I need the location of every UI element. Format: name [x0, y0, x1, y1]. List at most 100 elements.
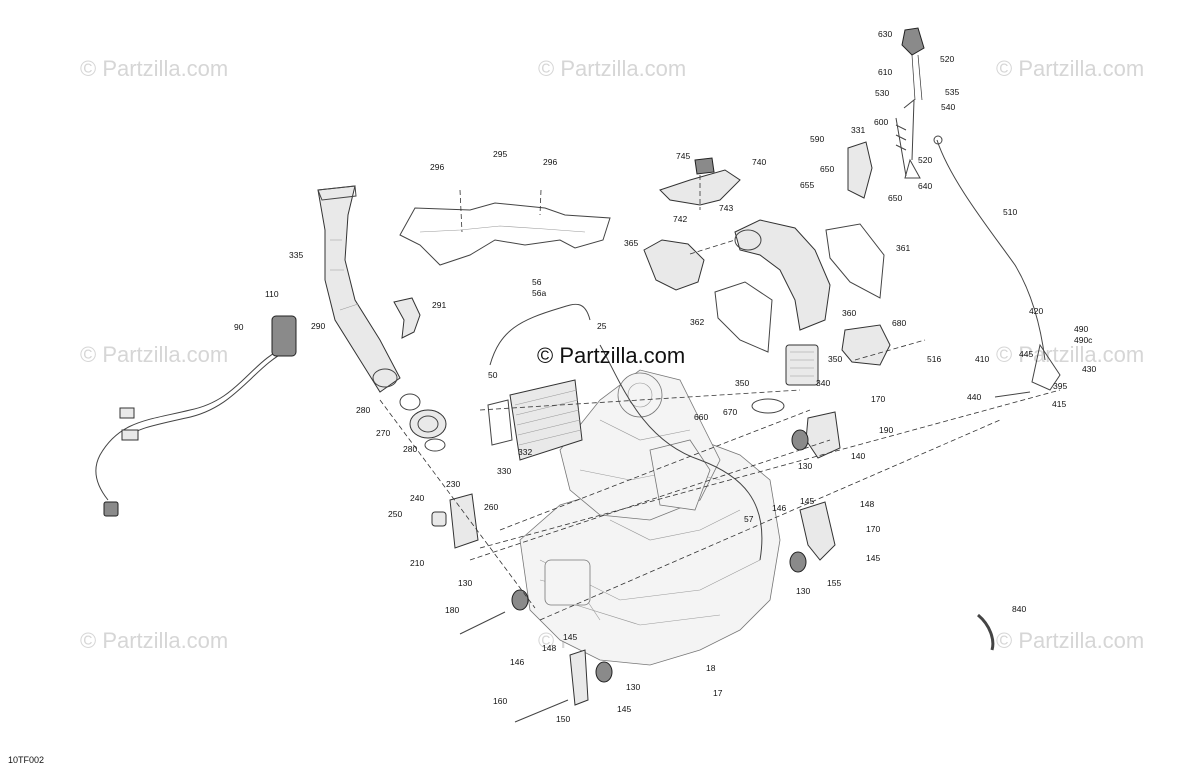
callout-146: 146	[772, 503, 786, 513]
callout-130: 130	[626, 682, 640, 692]
callout-50: 50	[488, 370, 498, 380]
callout-530: 530	[875, 88, 889, 98]
callout-280: 280	[403, 444, 417, 454]
callout-540: 540	[941, 102, 955, 112]
callout-145: 145	[866, 553, 880, 563]
callout-670: 670	[723, 407, 737, 417]
callout-56a: 56a	[532, 288, 546, 298]
callout-490: 490	[1074, 324, 1088, 334]
figure-code: 10TF002	[8, 755, 44, 765]
callout-610: 610	[878, 67, 892, 77]
callout-590: 590	[810, 134, 824, 144]
cover-plate-362	[714, 281, 773, 353]
cable-57	[599, 344, 763, 561]
callout-332: 332	[518, 447, 532, 457]
callout-430: 430	[1082, 364, 1096, 374]
callout-170: 170	[866, 524, 880, 534]
callout-260: 260	[484, 502, 498, 512]
callout-742: 742	[673, 214, 687, 224]
callout-361: 361	[896, 243, 910, 253]
callout-160: 160	[493, 696, 507, 706]
oil-cooler	[487, 379, 583, 461]
callout-420: 420	[1029, 306, 1043, 316]
cover-plate-361	[825, 223, 885, 299]
shift-lever-assembly	[847, 27, 925, 199]
callout-640: 640	[918, 181, 932, 191]
callout-330: 330	[497, 466, 511, 476]
callout-630: 630	[878, 29, 892, 39]
watermark-text: © Partzilla.com	[538, 56, 686, 81]
callout-148: 148	[542, 643, 556, 653]
callout-655: 655	[800, 180, 814, 190]
callout-150: 150	[556, 714, 570, 724]
callout-650: 650	[820, 164, 834, 174]
clamp-350	[751, 398, 785, 414]
callout-110: 110	[265, 289, 279, 299]
callout-660: 660	[694, 412, 708, 422]
callout-145: 145	[800, 496, 814, 506]
callout-170: 170	[871, 394, 885, 404]
callout-280: 280	[356, 405, 370, 415]
duct-assembly	[734, 219, 831, 331]
hose-56	[489, 303, 591, 366]
callout-296: 296	[430, 162, 444, 172]
callout-331: 331	[851, 125, 865, 135]
callout-745: 745	[676, 151, 690, 161]
callout-130: 130	[798, 461, 812, 471]
callout-18: 18	[706, 663, 716, 673]
callout-250: 250	[388, 509, 402, 519]
callout-600: 600	[874, 117, 888, 127]
oil-filter	[785, 344, 819, 386]
callout-148: 148	[860, 499, 874, 509]
callout-395: 395	[1053, 381, 1067, 391]
callout-410: 410	[975, 354, 989, 364]
callout-210: 210	[410, 558, 424, 568]
watermark-group: © Partzilla.com © Partzilla.com © Partzi…	[80, 56, 1144, 653]
watermark-text: © Partzilla.com	[996, 56, 1144, 81]
callout-743: 743	[719, 203, 733, 213]
watermark-text: © Partzilla.com	[996, 342, 1144, 367]
callout-445: 445	[1019, 349, 1033, 359]
callout-535: 535	[945, 87, 959, 97]
throttle-bracket	[841, 324, 891, 366]
callout-340: 340	[816, 378, 830, 388]
callout-90: 90	[234, 322, 244, 332]
callout-650: 650	[888, 193, 902, 203]
callout-25: 25	[597, 321, 607, 331]
mounting-bracket	[659, 157, 741, 206]
callout-190: 190	[879, 425, 893, 435]
callout-labels: 630 520 610 535 530 540 600 331 590 520 …	[234, 29, 1096, 724]
callout-130: 130	[796, 586, 810, 596]
callout-740: 740	[752, 157, 766, 167]
heat-shield	[399, 202, 611, 266]
intake-coupler	[372, 368, 447, 452]
callout-290: 290	[311, 321, 325, 331]
callout-240: 240	[410, 493, 424, 503]
callout-520: 520	[918, 155, 932, 165]
center-watermark: © Partzilla.com	[537, 343, 685, 368]
callout-520: 520	[940, 54, 954, 64]
callout-155: 155	[827, 578, 841, 588]
wiring-harness	[95, 315, 297, 517]
watermark-text: © Partzilla.com	[80, 56, 228, 81]
callout-440: 440	[967, 392, 981, 402]
callout-840: 840	[1012, 604, 1026, 614]
callout-56: 56	[532, 277, 542, 287]
callout-296: 296	[543, 157, 557, 167]
callout-230: 230	[446, 479, 460, 489]
callout-145: 145	[617, 704, 631, 714]
engine-block	[519, 369, 781, 666]
callout-680: 680	[892, 318, 906, 328]
intake-elbow	[643, 239, 705, 291]
intake-boot	[393, 297, 421, 339]
vent-hose	[977, 613, 995, 651]
callout-510: 510	[1003, 207, 1017, 217]
bolts	[459, 391, 1031, 723]
watermark-text: © Partzilla.com	[80, 342, 228, 367]
callout-291: 291	[432, 300, 446, 310]
callout-270: 270	[376, 428, 390, 438]
callout-140: 140	[851, 451, 865, 461]
intake-duct	[317, 185, 401, 393]
watermark-text: © Partzilla.com	[996, 628, 1144, 653]
